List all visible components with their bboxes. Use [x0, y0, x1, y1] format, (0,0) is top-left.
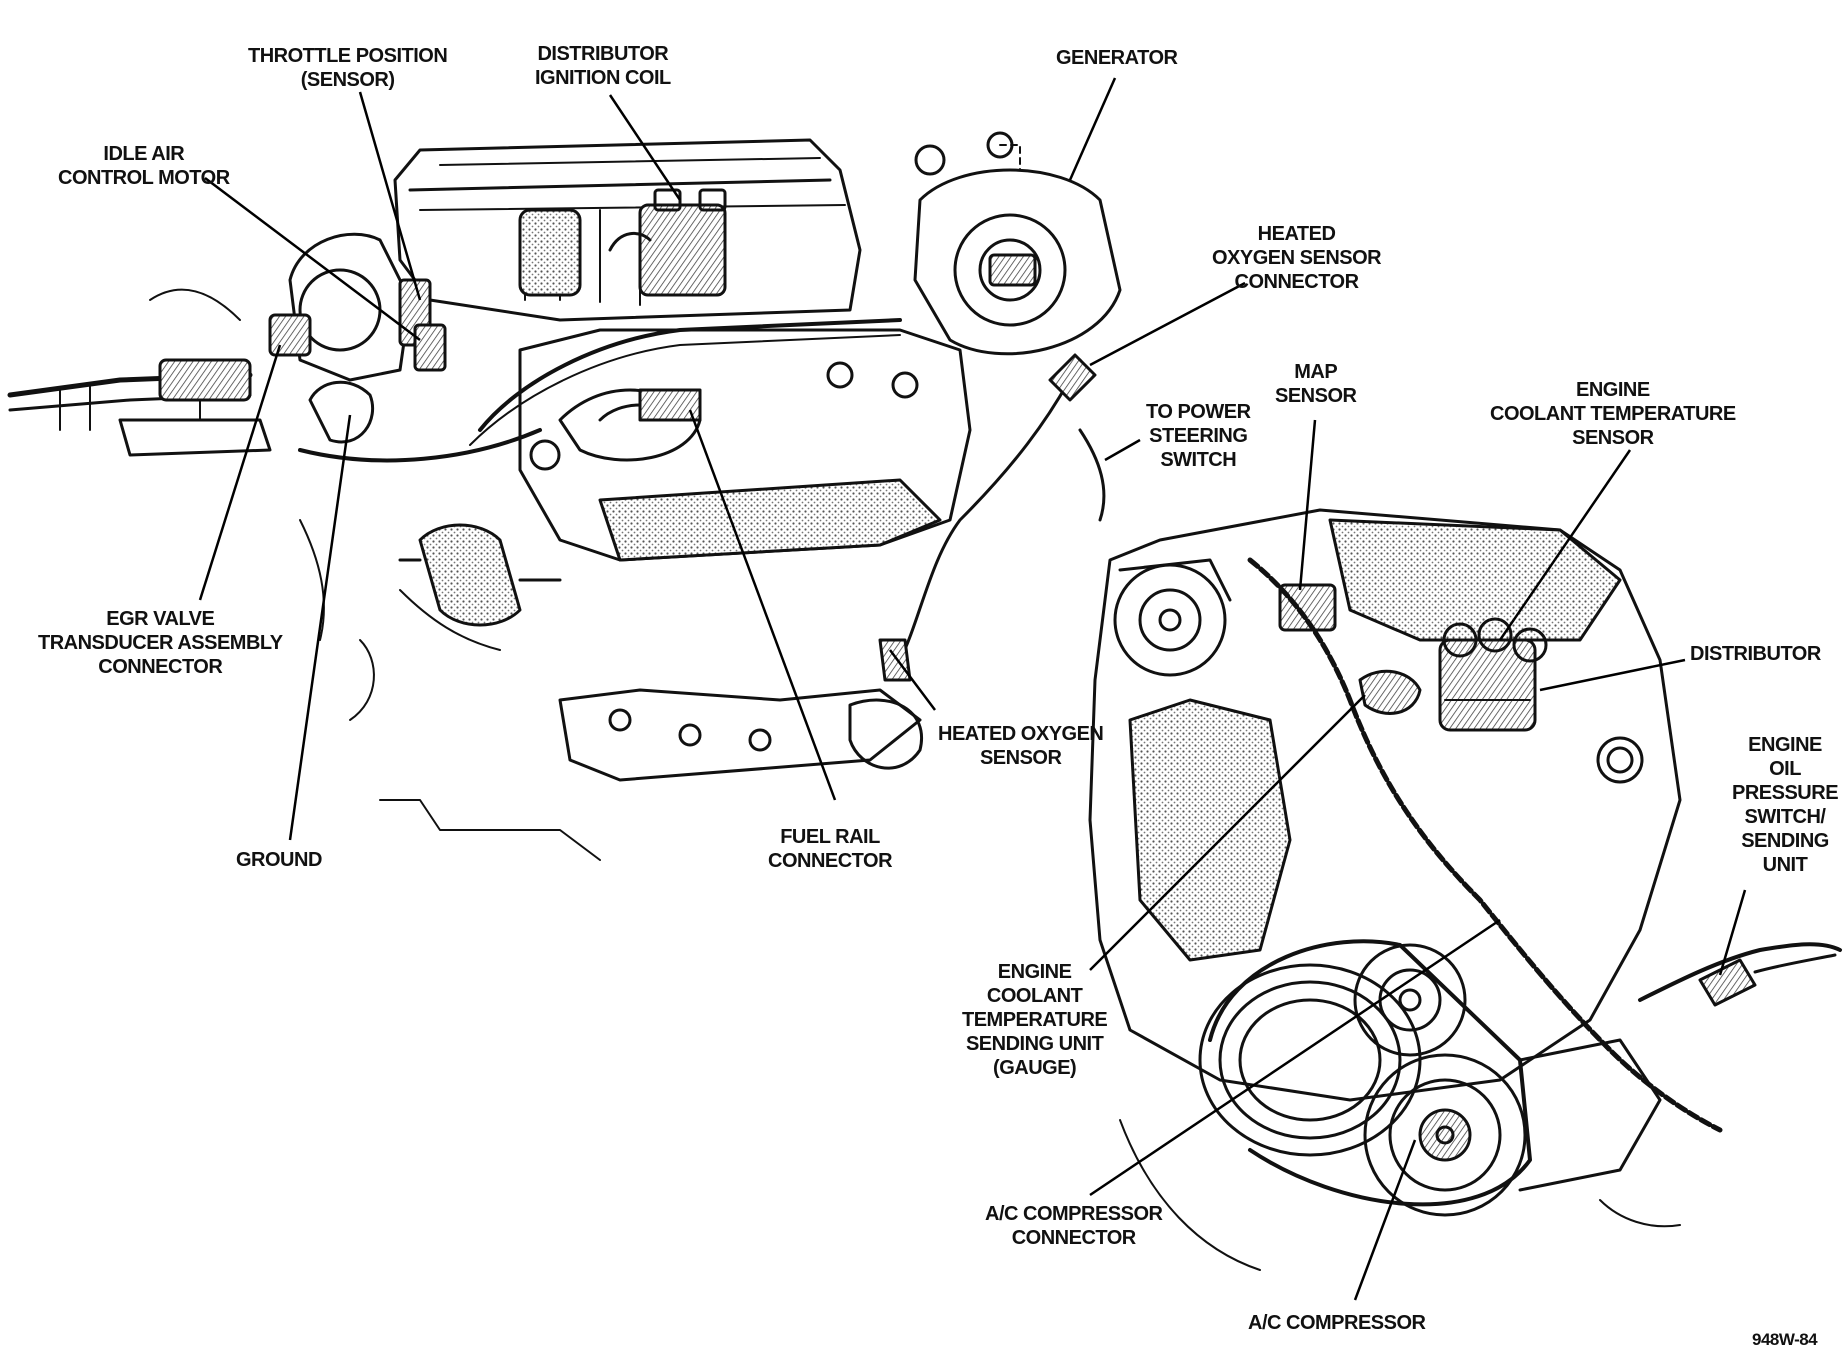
- leader-ground: [288, 414, 352, 841]
- label-line: COOLANT TEMPERATURE: [1490, 403, 1736, 425]
- leader-generator: [1068, 77, 1117, 181]
- leader-oil-pressure: [1718, 889, 1747, 976]
- label-line: SENDING: [1741, 830, 1829, 852]
- leader-fuel-rail: [688, 409, 837, 801]
- label-ground: GROUND: [236, 848, 322, 872]
- label-line: OIL: [1769, 758, 1801, 780]
- leader-power-steering: [1104, 438, 1141, 462]
- leader-coolant-sending-unit: [1089, 694, 1366, 971]
- label-ac-compressor: A/C COMPRESSOR: [1248, 1311, 1426, 1335]
- leader-throttle-position: [358, 91, 422, 301]
- leader-idle-air-control: [204, 177, 421, 341]
- generator-art: [913, 131, 1122, 356]
- label-line: SENSOR: [979, 747, 1062, 769]
- label-line: GENERATOR: [1056, 47, 1178, 69]
- label-line: TRANSDUCER ASSEMBLY: [38, 632, 283, 654]
- throttle-body-art: [288, 232, 447, 382]
- label-line: EGR VALVE: [106, 608, 215, 630]
- label-ac-compressor-connector: A/C COMPRESSOR CONNECTOR: [985, 1202, 1163, 1250]
- label-line: SENSOR: [1572, 427, 1654, 449]
- label-line: ENGINE: [1748, 734, 1822, 756]
- leader-distributor: [1539, 658, 1686, 692]
- label-line: A/C COMPRESSOR: [1248, 1312, 1426, 1334]
- label-heated-oxygen-sensor: HEATED OXYGEN SENSOR: [938, 722, 1104, 770]
- label-line: HEATED: [1257, 223, 1336, 245]
- label-map-sensor: MAP SENSOR: [1275, 360, 1357, 408]
- label-line: CONNECTOR: [1011, 1227, 1137, 1249]
- ignition-coil-art: [608, 188, 727, 297]
- leader-egr-connector: [198, 344, 282, 601]
- distributor-art: [1438, 617, 1548, 732]
- label-line: TEMPERATURE: [962, 1009, 1108, 1031]
- leader-coolant-temp-sensor: [1498, 449, 1632, 641]
- leader-o2-connector: [1089, 281, 1246, 367]
- label-line: MAP: [1294, 361, 1338, 383]
- label-engine-oil-pressure-switch: ENGINE OIL PRESSURE SWITCH/ SENDING UNIT: [1732, 733, 1839, 877]
- label-throttle-position: THROTTLE POSITION (SENSOR): [248, 44, 448, 92]
- label-generator: GENERATOR: [1056, 46, 1178, 70]
- label-engine-coolant-temperature-sending-unit: ENGINE COOLANT TEMPERATURE SENDING UNIT …: [962, 960, 1108, 1080]
- label-line: GROUND: [236, 849, 322, 871]
- label-line: THROTTLE POSITION: [248, 45, 448, 67]
- leader-ignition-coil: [608, 94, 682, 201]
- label-line: UNIT: [1762, 854, 1808, 876]
- leader-o2-sensor: [889, 649, 936, 711]
- label-line: ENGINE: [997, 961, 1072, 983]
- label-line: COOLANT: [986, 985, 1083, 1007]
- label-line: IDLE AIR: [103, 143, 185, 165]
- label-line: SENDING UNIT: [965, 1033, 1104, 1055]
- label-line: CONNECTOR: [768, 850, 893, 872]
- label-line: CONNECTOR: [1234, 271, 1360, 293]
- leader-map-sensor: [1298, 419, 1317, 591]
- label-line: HEATED OXYGEN: [938, 723, 1104, 745]
- figure-number: 948W-84: [1752, 1330, 1818, 1349]
- label-line: SENSOR: [1275, 385, 1357, 407]
- label-line: TO POWER: [1146, 401, 1251, 423]
- label-line: FUEL RAIL: [780, 826, 880, 848]
- label-line: OXYGEN SENSOR: [1212, 247, 1382, 269]
- label-engine-coolant-temperature-sensor: ENGINE COOLANT TEMPERATURE SENSOR: [1490, 378, 1736, 450]
- leader-ac-compressor-connector: [1089, 918, 1501, 1197]
- label-fuel-rail-connector: FUEL RAIL CONNECTOR: [768, 825, 893, 873]
- label-line: IGNITION COIL: [535, 67, 671, 89]
- label-line: CONNECTOR: [98, 656, 223, 678]
- label-line: A/C COMPRESSOR: [985, 1203, 1163, 1225]
- leader-lines: [198, 77, 1747, 1301]
- ac-compressor-art: [1363, 1038, 1662, 1217]
- label-line: (SENSOR): [300, 69, 395, 91]
- label-egr-valve-transducer-connector: EGR VALVE TRANSDUCER ASSEMBLY CONNECTOR: [38, 607, 283, 679]
- label-line: (GAUGE): [993, 1057, 1077, 1079]
- label-distributor-ignition-coil: DISTRIBUTOR IGNITION COIL: [535, 42, 671, 90]
- label-line: CONTROL MOTOR: [58, 167, 230, 189]
- label-line: SWITCH/: [1744, 806, 1826, 828]
- lower-engine-view: [1088, 508, 1842, 1271]
- label-distributor: DISTRIBUTOR: [1690, 642, 1821, 666]
- label-line: DISTRIBUTOR: [1690, 643, 1821, 665]
- label-line: SWITCH: [1160, 449, 1237, 471]
- label-line: ENGINE: [1576, 379, 1650, 401]
- label-heated-oxygen-sensor-connector: HEATED OXYGEN SENSOR CONNECTOR: [1212, 222, 1382, 294]
- lower-generator-art: [1113, 558, 1232, 677]
- label-line: PRESSURE: [1732, 782, 1839, 804]
- label-to-power-steering-switch: TO POWER STEERING SWITCH: [1146, 400, 1251, 472]
- leader-ac-compressor: [1353, 1139, 1417, 1301]
- label-idle-air-control-motor: IDLE AIR CONTROL MOTOR: [58, 142, 230, 190]
- label-line: DISTRIBUTOR: [537, 43, 669, 65]
- label-line: STEERING: [1149, 425, 1248, 447]
